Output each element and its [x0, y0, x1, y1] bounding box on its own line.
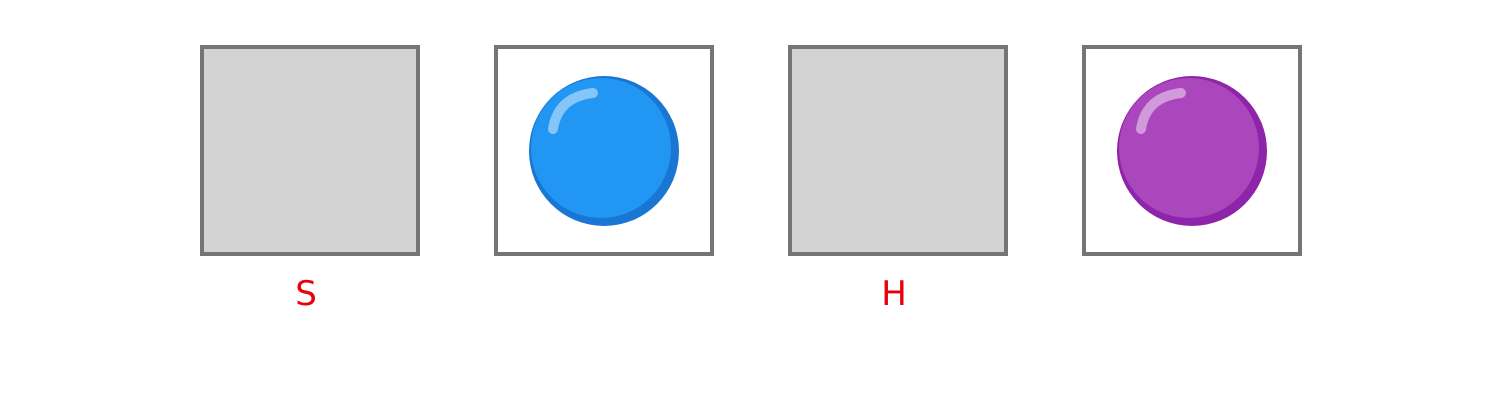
purple-orb-icon — [1117, 76, 1267, 226]
tile-1-hidden[interactable] — [200, 45, 420, 256]
tile-1-label: S — [295, 274, 317, 314]
tile-2-revealed[interactable] — [494, 45, 714, 256]
tile-3-label: H — [881, 274, 907, 314]
tile-3-hidden[interactable] — [788, 45, 1008, 256]
blue-orb-icon — [529, 76, 679, 226]
tile-4-revealed[interactable] — [1082, 45, 1302, 256]
